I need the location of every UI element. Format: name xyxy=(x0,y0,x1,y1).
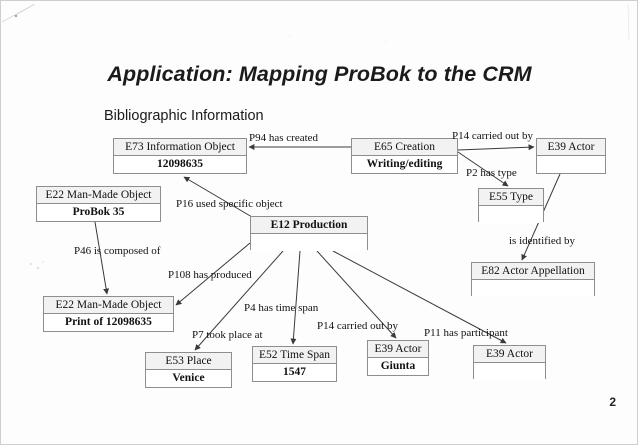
entity-node-value: Giunta xyxy=(368,358,428,375)
edge-label-p46: P46 is composed of xyxy=(74,245,161,257)
entity-node-e82[interactable]: E82 Actor Appellation xyxy=(471,262,595,297)
edge-line-p46 xyxy=(94,221,110,295)
edge-label-p16: P16 used specific object xyxy=(176,198,283,210)
edge-label-p2: P2 has type xyxy=(466,167,517,179)
entity-node-value: ProBok 35 xyxy=(37,204,160,221)
entity-node-header: E65 Creation xyxy=(352,139,457,156)
edge-label-p7: P7 took place at xyxy=(192,329,263,341)
entity-node-value: 1547 xyxy=(253,364,336,381)
edge-line-p108 xyxy=(175,242,251,306)
entity-node-value: Print of 12098635 xyxy=(44,314,173,331)
entity-node-e55[interactable]: E55 Type xyxy=(478,188,544,223)
entity-node-header: E73 Information Object xyxy=(114,139,246,156)
page-number: 2 xyxy=(609,395,616,409)
entity-node-header: E39 Actor xyxy=(368,341,428,358)
entity-node-e39a[interactable]: E39 Actor xyxy=(536,138,606,174)
entity-node-header: E53 Place xyxy=(146,353,231,370)
edge-line-p4 xyxy=(290,250,301,345)
entity-node-value: Writing/editing xyxy=(352,156,457,173)
entity-node-header: E52 Time Span xyxy=(253,347,336,364)
slide-title: Application: Mapping ProBok to the CRM xyxy=(107,62,532,86)
edge-line-p16 xyxy=(183,176,253,218)
entity-node-header: E22 Man-Made Object xyxy=(37,187,160,204)
entity-node-value xyxy=(251,234,367,251)
entity-node-header: E12 Production xyxy=(251,217,367,234)
entity-node-value xyxy=(474,363,545,380)
edge-line-p2 xyxy=(457,151,509,187)
entity-node-value xyxy=(472,280,594,297)
edge-label-p94: P94 has created xyxy=(249,132,319,144)
entity-node-header: E22 Man-Made Object xyxy=(44,297,173,314)
edge-label-p108: P108 has produced xyxy=(168,269,252,281)
entity-node-header: E82 Actor Appellation xyxy=(472,263,594,280)
entity-node-value: 12098635 xyxy=(114,156,246,173)
edge-line-p14b xyxy=(316,250,397,339)
entity-node-e39c[interactable]: E39 Actor xyxy=(473,345,546,380)
slide-subtitle: Bibliographic Information xyxy=(104,108,264,124)
entity-node-header: E39 Actor xyxy=(537,139,605,156)
entity-node-value: Venice xyxy=(146,370,231,387)
entity-node-e12[interactable]: E12 Production xyxy=(250,216,368,251)
entity-node-header: E39 Actor xyxy=(474,346,545,363)
edge-label-p11: P11 has participant xyxy=(424,327,508,339)
edge-label-idby: is identified by xyxy=(509,235,575,247)
entity-node-value xyxy=(537,156,605,173)
edge-line-p14a xyxy=(457,144,535,151)
edge-label-p14b: P14 carried out by xyxy=(317,320,398,332)
entity-node-header: E55 Type xyxy=(479,189,543,206)
edge-line-p7 xyxy=(194,250,284,351)
edge-label-p14a: P14 carried out by xyxy=(452,130,533,142)
edge-line-p11 xyxy=(332,250,507,344)
edge-label-p4: P4 has time span xyxy=(244,302,319,314)
entity-node-value xyxy=(479,206,543,223)
